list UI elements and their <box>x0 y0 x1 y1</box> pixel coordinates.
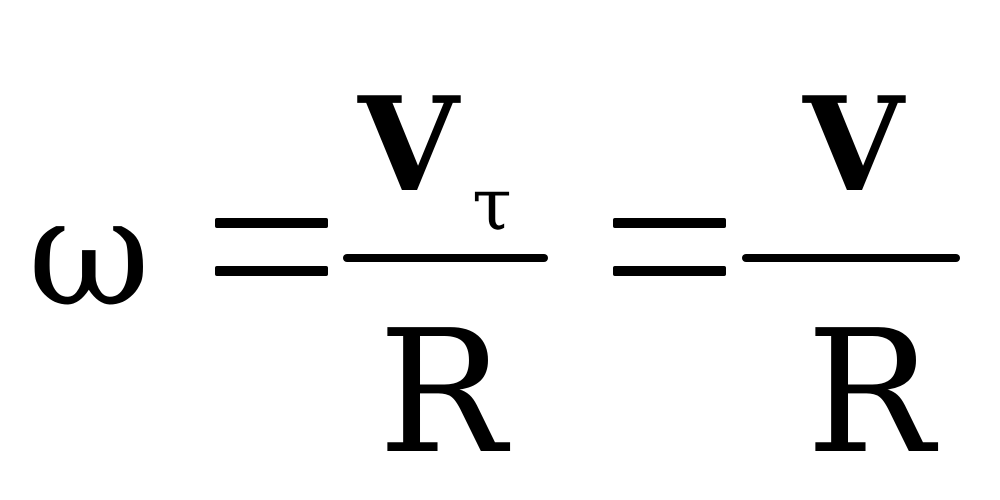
fraction-2-denominator: R <box>806 294 934 492</box>
equals-1-bottom-bar <box>215 266 328 276</box>
equals-2-top-bar <box>613 218 726 228</box>
fraction-1-bar <box>343 254 548 262</box>
fraction-1-denominator: R <box>378 294 506 492</box>
fraction-2-numerator: V <box>803 68 904 221</box>
fraction-1-numerator: V <box>358 68 459 221</box>
equals-1-top-bar <box>215 218 328 228</box>
fraction-2-bar <box>742 254 960 262</box>
equals-2-bottom-bar <box>613 266 726 276</box>
fraction-1-numerator-subscript: τ <box>472 162 512 246</box>
omega-symbol: ω <box>28 166 151 340</box>
